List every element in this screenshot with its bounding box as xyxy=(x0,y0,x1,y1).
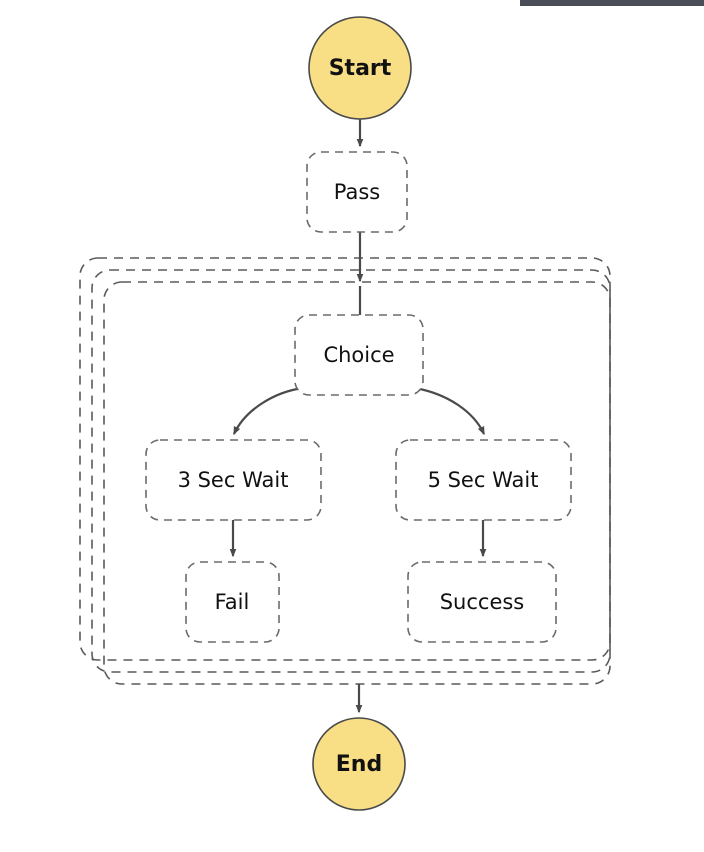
fail-label: Fail xyxy=(215,590,250,614)
parallel-branch-frame-middle xyxy=(91,269,611,673)
choice-box[interactable] xyxy=(294,314,424,396)
end-label: End xyxy=(336,752,382,777)
end-circle[interactable] xyxy=(312,717,406,811)
node-success[interactable]: Success xyxy=(407,561,557,643)
workflow-connectors xyxy=(229,119,487,714)
node-pass[interactable]: Pass xyxy=(306,151,408,233)
edge-choice-to-wait3 xyxy=(233,386,304,436)
top-toolbar-sliver xyxy=(520,0,704,6)
start-label: Start xyxy=(329,56,392,81)
parallel-branch-frames xyxy=(79,257,611,685)
node-wait-3-sec[interactable]: 3 Sec Wait xyxy=(145,439,322,521)
pass-box[interactable] xyxy=(306,151,408,233)
fail-box[interactable] xyxy=(185,561,280,643)
node-fail[interactable]: Fail xyxy=(185,561,280,643)
wait-3-sec-label: 3 Sec Wait xyxy=(178,468,289,492)
wait-5-sec-box[interactable] xyxy=(395,439,572,521)
node-choice[interactable]: Choice xyxy=(294,314,424,396)
start-circle[interactable] xyxy=(308,16,412,120)
wait-3-sec-box[interactable] xyxy=(145,439,322,521)
wait-5-sec-label: 5 Sec Wait xyxy=(428,468,539,492)
edge-choice-to-wait5 xyxy=(414,386,486,436)
pass-label: Pass xyxy=(334,180,380,204)
choice-label: Choice xyxy=(323,343,394,367)
node-wait-5-sec[interactable]: 5 Sec Wait xyxy=(395,439,572,521)
success-label: Success xyxy=(440,590,525,614)
node-end[interactable]: End xyxy=(312,717,406,811)
node-start[interactable]: Start xyxy=(308,16,412,120)
success-box[interactable] xyxy=(407,561,557,643)
parallel-branch-frame-front xyxy=(103,281,611,685)
